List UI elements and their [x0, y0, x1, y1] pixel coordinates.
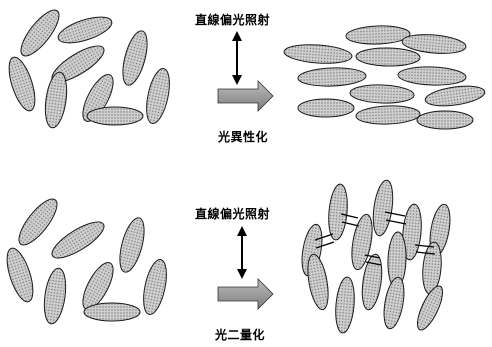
molecule-ellipse [356, 105, 421, 125]
molecule-ellipse [41, 267, 69, 325]
top-irradiation-label: 直線偏光照射 [195, 11, 270, 28]
molecule-ellipse [2, 245, 38, 304]
molecule-ellipse [4, 54, 40, 113]
molecule-ellipse [87, 107, 143, 125]
molecule-ellipse [84, 303, 140, 321]
molecule-ellipse [283, 43, 352, 66]
molecule-ellipse [327, 183, 350, 240]
molecule-ellipse [15, 5, 65, 61]
molecule-ellipse [417, 111, 473, 129]
bottom-result-label: 光二量化 [215, 326, 265, 343]
molecule-ellipse [370, 179, 396, 237]
molecule-ellipse [304, 253, 331, 311]
molecule-ellipse [346, 25, 411, 45]
top-process-arrow [218, 81, 273, 111]
top-random-molecules [4, 5, 174, 129]
bottom-polarization-arrow [237, 226, 247, 279]
bottom-irradiation-label: 直線偏光照射 [195, 205, 270, 222]
molecule-ellipse [298, 99, 354, 117]
top-aligned-molecules [283, 25, 486, 129]
bottom-dimerized-molecules [299, 179, 454, 334]
top-polarization-arrow [232, 31, 242, 85]
molecule-ellipse [398, 66, 467, 86]
molecule-ellipse [118, 28, 152, 87]
molecule-ellipse [381, 276, 408, 330]
molecule-ellipse [298, 67, 367, 87]
molecule-ellipse [142, 67, 173, 126]
bottom-random-molecules [2, 194, 171, 325]
molecule-ellipse [42, 71, 70, 129]
molecule-ellipse [13, 194, 63, 250]
molecule-ellipse [356, 47, 420, 66]
molecule-ellipse [139, 258, 170, 317]
molecule-ellipse [47, 216, 108, 265]
molecule-ellipse [424, 83, 486, 109]
top-result-label: 光異性化 [218, 128, 268, 145]
molecule-ellipse [55, 12, 114, 48]
molecule-ellipse [115, 215, 149, 274]
molecule-ellipse [350, 84, 415, 104]
bottom-process-arrow [218, 279, 273, 309]
molecule-ellipse [334, 276, 357, 333]
